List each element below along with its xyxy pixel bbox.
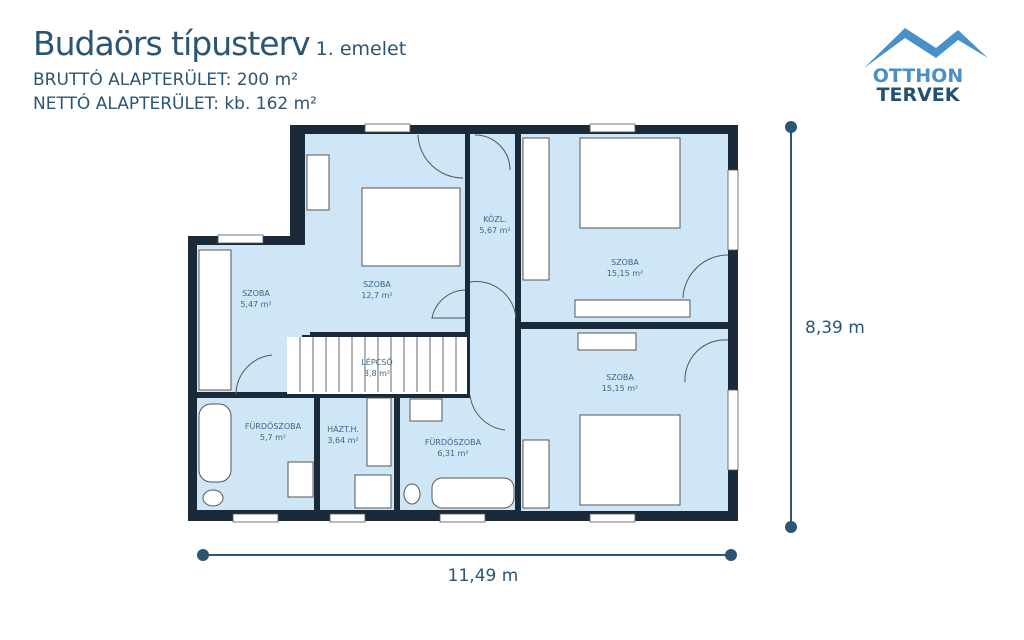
room-hallway	[470, 134, 515, 404]
room-area: 15,15 m²	[607, 269, 643, 278]
door-icon	[682, 254, 729, 299]
title-text: Budaörs típusterv	[33, 24, 311, 63]
width-dimension: 11,49 m	[197, 549, 737, 586]
room-staircase	[287, 337, 467, 394]
cabinet-icon	[366, 397, 392, 467]
room-labels: SZOBA 12,7 m² KÖZL. 5,67 m² SZOBA 5,47 m…	[240, 214, 643, 458]
room-name: SZOBA	[363, 280, 391, 289]
toilet-icon	[403, 483, 421, 505]
wardrobe-icon	[522, 137, 550, 281]
washing-machine-icon	[354, 474, 392, 509]
otthon-tervek-logo: OTTHON TERVEK	[864, 28, 988, 106]
room-area: 15,15 m²	[602, 384, 638, 393]
net-area: NETTÓ ALAPTERÜLET: kb. 162 m²	[33, 94, 317, 114]
door-icon	[235, 354, 273, 396]
room-area: 3,64 m²	[327, 436, 358, 445]
bed-icon	[579, 137, 681, 229]
floor-subtitle: 1. emelet	[315, 38, 407, 60]
door-icon	[431, 289, 466, 319]
room-name: KÖZL.	[483, 214, 507, 224]
room-area: 5,7 m²	[260, 433, 286, 442]
desk-icon	[577, 332, 637, 351]
door-icon	[469, 394, 506, 431]
door-icon	[469, 281, 517, 319]
gross-area: BRUTTÓ ALAPTERÜLET: 200 m²	[33, 70, 299, 90]
desk-icon	[574, 299, 691, 318]
windows	[217, 123, 739, 523]
bathtub-icon	[431, 477, 515, 509]
room-name: SZOBA	[606, 373, 634, 382]
room-area: 6,31 m²	[437, 449, 468, 458]
door-icon	[474, 134, 511, 171]
door-icon	[417, 134, 464, 179]
room-name: SZOBA	[611, 258, 639, 267]
doors	[235, 134, 729, 431]
furniture	[198, 137, 691, 509]
door-icon	[684, 339, 729, 383]
bathtub-icon	[198, 403, 232, 483]
room-area: 3,8 m²	[364, 369, 390, 378]
room-name: LÉPCSŐ	[361, 356, 392, 367]
width-label: 11,49 m	[448, 566, 519, 586]
wardrobe-icon	[198, 249, 232, 391]
room-area: 12,7 m²	[361, 291, 392, 300]
height-dimension: 8,39 m	[785, 121, 865, 533]
sink-icon	[287, 461, 314, 498]
bed-icon	[579, 414, 681, 506]
toilet-icon	[202, 489, 224, 507]
mountain-icon	[864, 28, 988, 68]
desk-icon	[306, 154, 330, 211]
sink-icon	[409, 398, 443, 422]
room-name: FÜRDŐSZOBA	[245, 421, 302, 431]
room-name: SZOBA	[242, 289, 270, 298]
room-area: 5,67 m²	[479, 226, 510, 235]
logo-line1: OTTHON	[873, 65, 963, 87]
room-name: FÜRDŐSZOBA	[425, 437, 482, 447]
room-name: HÁZT.H.	[327, 423, 359, 434]
height-label: 8,39 m	[805, 318, 865, 338]
logo-line2: TERVEK	[877, 84, 961, 106]
bed-icon	[361, 187, 461, 267]
wardrobe-icon	[522, 439, 550, 509]
stairs	[299, 337, 457, 392]
room-area: 5,47 m²	[240, 300, 271, 309]
